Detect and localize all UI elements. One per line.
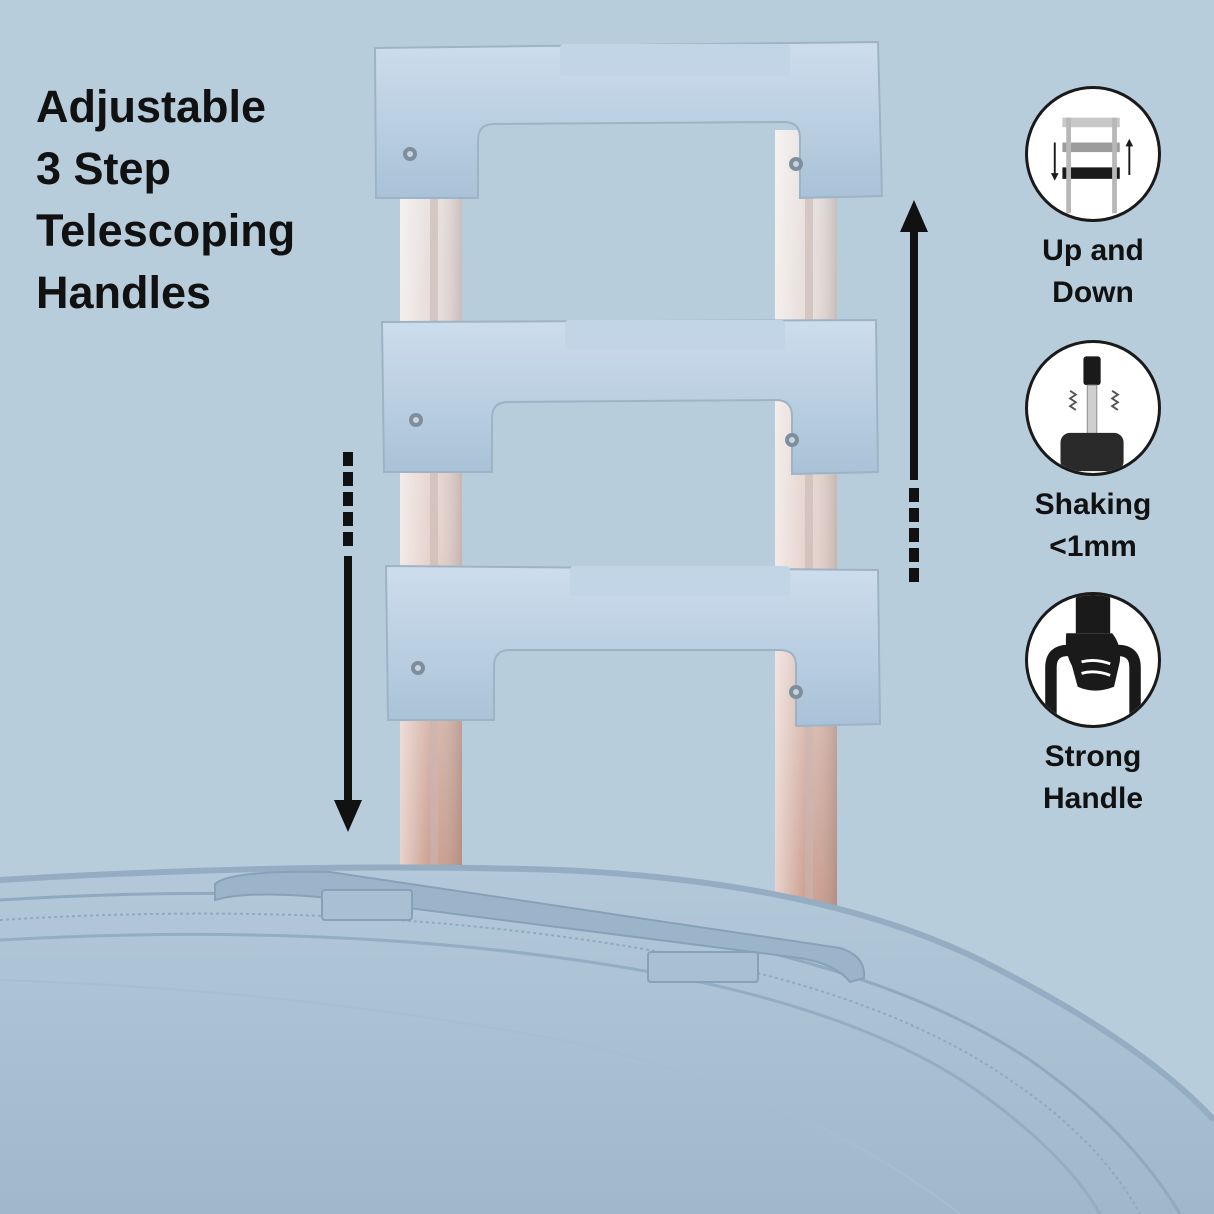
feature-label-line: Strong — [1044, 740, 1142, 773]
telescoping-poles — [400, 130, 837, 930]
handle-level-top — [373, 40, 884, 200]
up-down-handle-icon — [1025, 86, 1161, 222]
headline-line: Telescoping — [36, 205, 296, 256]
feature-strong-handle: Strong Handle — [1006, 592, 1180, 820]
headline-line: Adjustable — [36, 81, 267, 132]
handle-level-middle — [380, 318, 880, 476]
feature-up-and-down: Up and Down — [1006, 86, 1180, 314]
down-arrow — [334, 452, 362, 832]
feature-label: Up and Down — [1006, 230, 1180, 314]
handle-level-bottom — [384, 564, 882, 728]
feature-label-line: Up and — [1042, 234, 1144, 267]
feature-label-line: Handle — [1042, 782, 1144, 815]
up-arrow — [900, 200, 928, 582]
low-shake-handle-icon — [1025, 340, 1161, 476]
headline-line: 3 Step — [36, 143, 172, 194]
feature-label-line: Down — [1052, 276, 1134, 309]
headline-line: Handles — [36, 267, 212, 318]
feature-label: Strong Handle — [1006, 736, 1180, 820]
feature-shaking: Shaking <1mm — [1006, 340, 1180, 568]
feature-label-line: Shaking — [1034, 488, 1152, 521]
hand-grip-icon — [1025, 592, 1161, 728]
headline: Adjustable 3 Step Telescoping Handles — [36, 76, 295, 324]
carry-handle — [214, 870, 866, 984]
feature-label-line: <1mm — [1049, 530, 1137, 563]
feature-label: Shaking <1mm — [1006, 484, 1180, 568]
